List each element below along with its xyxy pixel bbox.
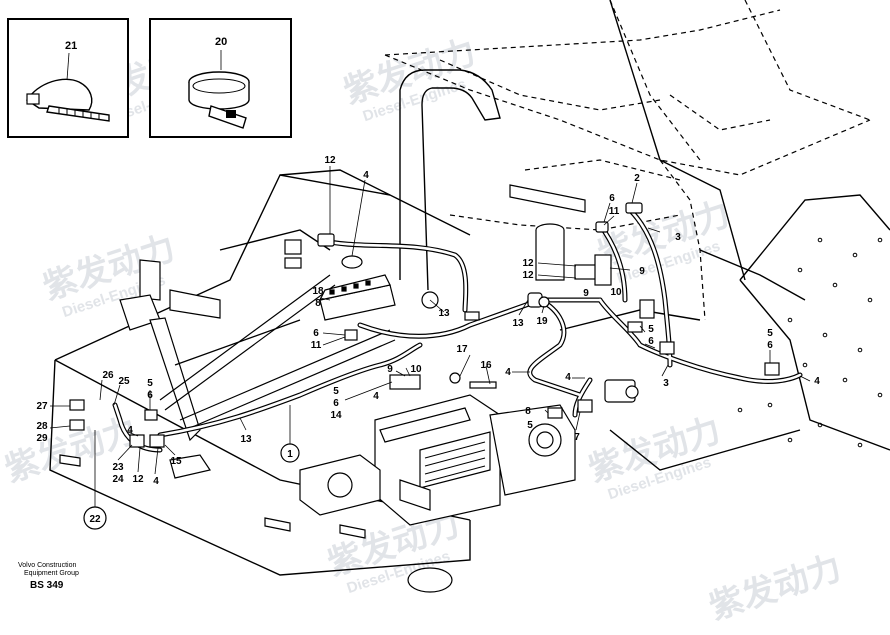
callout: 4: [814, 376, 820, 387]
callout: 12: [132, 474, 144, 485]
callout: 10: [610, 287, 622, 298]
callout: 4: [505, 367, 511, 378]
callout: 13: [438, 308, 450, 319]
callout: 12: [324, 155, 336, 166]
callout: 12: [522, 258, 534, 269]
callout: 6: [767, 340, 773, 351]
callout: 5: [527, 420, 533, 431]
callout: 4: [153, 476, 159, 487]
publisher-line-1: Volvo Construction: [18, 562, 77, 569]
callout: 9: [639, 266, 645, 277]
callout: 13: [512, 318, 524, 329]
callout: 1: [287, 449, 293, 460]
callout: 4: [373, 391, 379, 402]
callout: 18: [312, 286, 324, 297]
circled-callouts: [83, 443, 300, 530]
callout: 4: [565, 372, 571, 383]
callout: 29: [36, 433, 48, 444]
callout: 5: [648, 324, 654, 335]
callout: 14: [330, 410, 342, 421]
part-number-label: 21: [65, 40, 78, 52]
callout: 11: [311, 340, 322, 351]
callout: 10: [410, 364, 422, 375]
callout: 6: [333, 398, 339, 409]
publisher-line-2: Equipment Group: [24, 570, 79, 577]
callout: 25: [118, 376, 130, 387]
callout: 5: [333, 386, 339, 397]
diagram-code: BS 349: [30, 580, 64, 591]
callout: 3: [675, 232, 681, 243]
callout: 8: [315, 298, 321, 309]
callout: 12: [522, 270, 534, 281]
diagonal-struts: [159, 274, 396, 429]
inset-hose-clamp: 20: [149, 18, 292, 138]
hose-clamp-icon: [188, 50, 250, 129]
callout: 6: [648, 336, 654, 347]
callout: 19: [536, 316, 548, 327]
callout: 5: [767, 328, 773, 339]
callout: 17: [456, 344, 468, 355]
callout: 15: [170, 456, 182, 467]
callout: 22: [89, 514, 101, 525]
inset-cable-tie: 21: [7, 18, 129, 138]
callout: 6: [313, 328, 319, 339]
callout: 24: [112, 474, 124, 485]
callout: 2: [634, 173, 640, 184]
svg-text:紫发动力: 紫发动力: [705, 549, 846, 627]
terminal-block: [318, 274, 396, 321]
callout-labels: 12 4 2 6 11 3 12 12 9 10 18 8 6 11 13 13…: [36, 155, 820, 525]
callout: 9: [387, 364, 393, 375]
part-number-label: 20: [215, 36, 228, 48]
left-frame-members: [59, 259, 453, 593]
pump-assembly: [299, 379, 639, 526]
callout: 7: [574, 432, 580, 443]
callout: 26: [102, 370, 114, 381]
callout: 28: [36, 421, 48, 432]
cable-tie-icon: [26, 52, 110, 122]
callout: 4: [363, 170, 369, 181]
callout: 6: [147, 390, 153, 401]
callout: 13: [240, 434, 252, 445]
callout: 16: [480, 360, 492, 371]
floor-plate: [737, 237, 883, 448]
callout: 27: [36, 401, 48, 412]
callout: 3: [663, 378, 669, 389]
callout: 5: [147, 378, 153, 389]
callout: 9: [583, 288, 589, 299]
callout: 6: [609, 193, 615, 204]
callout: 8: [525, 406, 531, 417]
callout: 11: [609, 206, 620, 217]
callout: 4: [127, 425, 133, 436]
callout: 23: [112, 462, 124, 473]
brake-valve-pedal: [509, 184, 612, 286]
leader-lines: [49, 166, 811, 510]
